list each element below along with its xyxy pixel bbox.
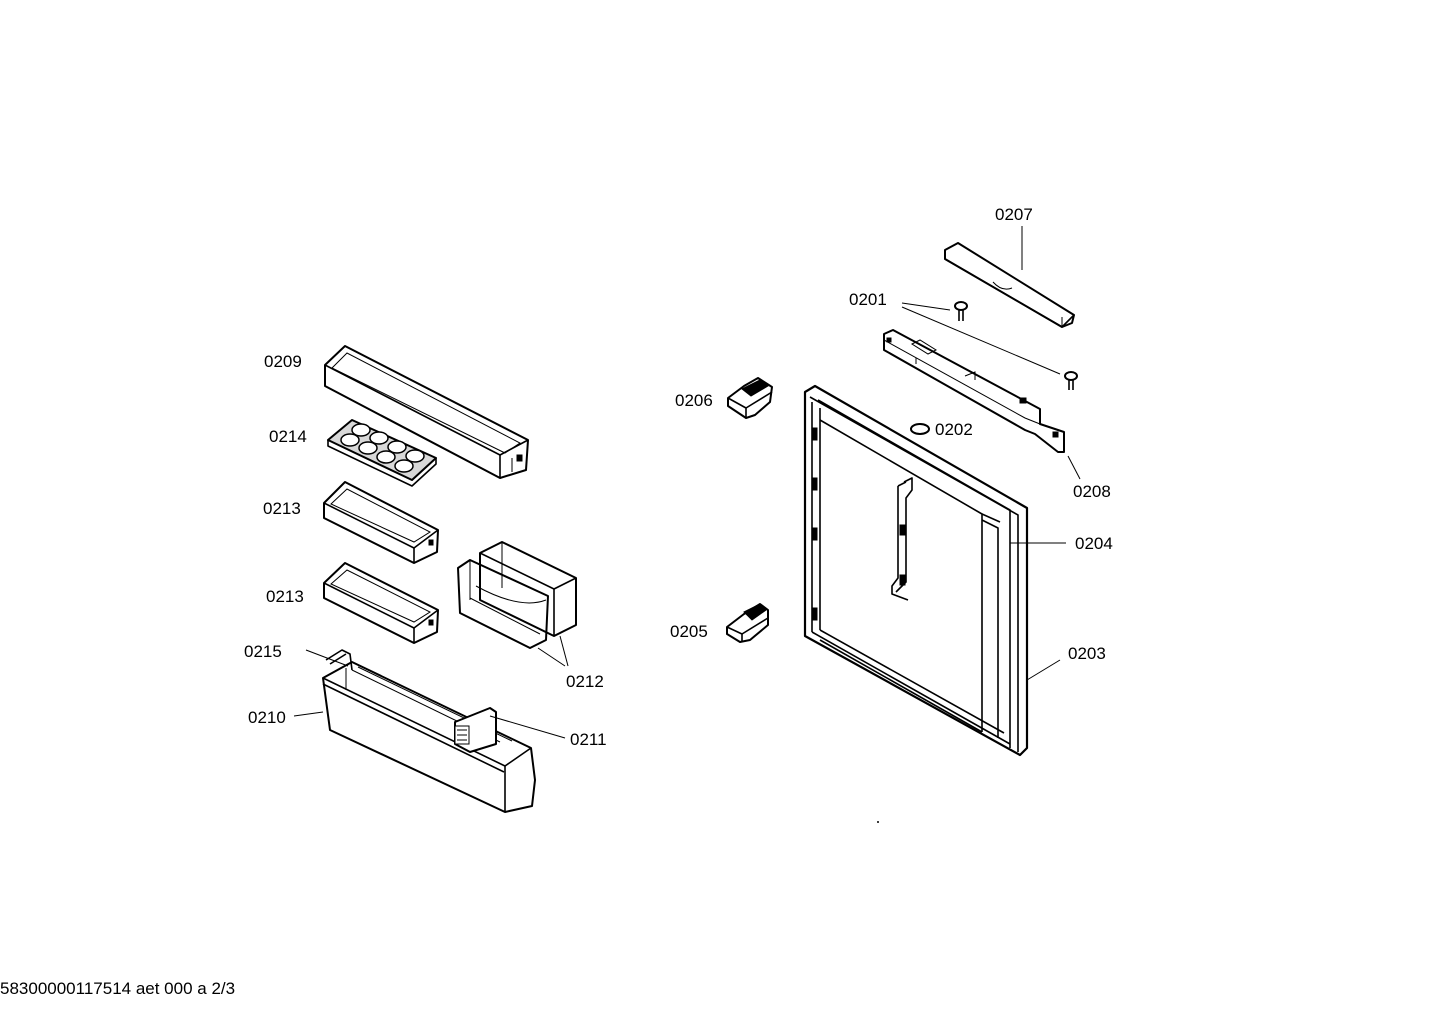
label-0206: 0206	[675, 391, 713, 410]
label-0201: 0201	[849, 290, 887, 309]
part-0208-hinge-bracket	[883, 329, 1065, 453]
part-0214-egg-tray	[327, 419, 437, 487]
part-0206-hinge	[727, 377, 773, 419]
part-0201-screw-b	[1064, 371, 1078, 390]
part-0213-small-shelf-upper	[323, 481, 439, 564]
leader-lines	[293, 226, 1081, 739]
stray-dot	[877, 821, 879, 823]
label-0208: 0208	[1073, 482, 1111, 501]
document-id: 58300000117514 aet 000 a 2/3	[0, 979, 236, 998]
part-0201-screw-a	[954, 301, 968, 321]
part-0207-cover	[944, 242, 1075, 328]
label-0213-lower: 0213	[266, 587, 304, 606]
label-0202: 0202	[935, 420, 973, 439]
part-0203-door-frame	[803, 384, 1029, 757]
label-0205: 0205	[670, 622, 708, 641]
part-0210-bottle-shelf	[322, 661, 536, 813]
label-0203: 0203	[1068, 644, 1106, 663]
part-0204-door-inner	[891, 477, 913, 601]
label-0214: 0214	[269, 427, 307, 446]
label-0211: 0211	[570, 730, 607, 749]
callout-labels: 0207 0201 0206 0202 0208 0204 0205 0203 …	[244, 205, 1113, 749]
part-0212-compartment	[457, 541, 577, 649]
label-0215: 0215	[244, 642, 282, 661]
part-0213-small-shelf-lower	[323, 562, 439, 644]
label-0213-upper: 0213	[263, 499, 301, 518]
label-0209: 0209	[264, 352, 302, 371]
part-0209-door-shelf	[324, 345, 529, 479]
part-0202-plug	[910, 423, 930, 435]
part-0211-divider	[454, 707, 497, 753]
label-0207: 0207	[995, 205, 1033, 224]
label-0204: 0204	[1075, 534, 1113, 553]
part-0205-hinge	[726, 603, 769, 643]
label-0210: 0210	[248, 708, 286, 727]
label-0212: 0212	[566, 672, 604, 691]
